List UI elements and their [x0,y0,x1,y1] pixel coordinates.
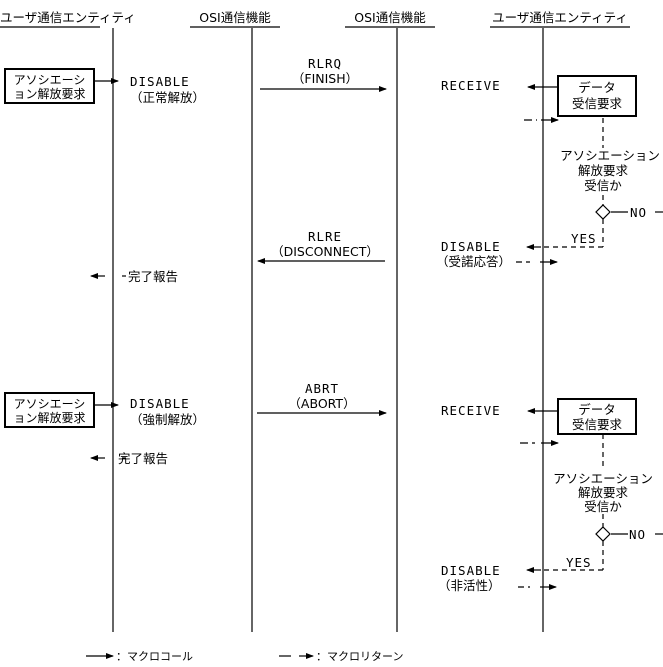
rlre-sub: （DISCONNECT） [271,244,379,259]
release-request2-line-1: アソシエーシ [13,397,86,411]
release-request-line-1: アソシエーシ [13,73,86,87]
receive-label-2: RECEIVE [441,403,501,418]
data-receive-box-2: データ 受信要求 [557,398,637,435]
no-label-2: NO [629,527,647,542]
rlrq-label: RLRQ [307,56,343,71]
complete-report-2: 完了報告 [118,451,169,466]
release-request-line-2: ョン解放要求 [13,87,86,101]
receive-label-1: RECEIVE [441,78,501,93]
header-osi-function-left: OSI通信機能 [199,10,271,25]
rlrq-sub: （FINISH） [291,71,359,86]
question-1-line-2: 解放要求 [577,163,628,178]
no-label-1: NO [630,205,648,220]
question-2-line-1: アソシエーション [553,471,653,486]
disable-accept-sub: （受諾応答） [436,254,512,269]
data-receive-box-1: データ 受信要求 [557,75,637,117]
data-receive2-line-2: 受信要求 [571,417,622,432]
disable-normal-sub: （正常解放） [130,90,206,105]
legend-macro-return: ：マクロリターン [316,650,404,663]
abrt-label: ABRT [304,381,340,396]
yes-label-1: YES [571,231,597,246]
data-receive-line-1: データ [578,80,616,95]
question-1-line-1: アソシエーション [560,148,660,163]
disable-inactive-sub: （非活性） [438,578,501,593]
disable-normal-label: DISABLE [130,74,190,89]
legend-macro-call: ：マクロコール [116,650,193,663]
header-user-entity-left: ユーザ通信エンティティ [0,10,136,25]
yes-label-2: YES [566,555,592,570]
complete-report-1: 完了報告 [128,269,179,284]
header-osi-function-right: OSI通信機能 [354,10,426,25]
question-1-line-3: 受信か [584,178,622,193]
disable-forced-label: DISABLE [130,396,190,411]
data-receive2-line-1: データ [578,402,616,417]
data-receive-line-2: 受信要求 [571,96,622,111]
question-2-line-3: 受信か [584,499,622,514]
release-request-box-2: アソシエーシ ョン解放要求 [4,392,95,428]
release-request2-line-2: ョン解放要求 [13,411,86,425]
question-2-line-2: 解放要求 [577,485,628,500]
disable-inactive-label: DISABLE [441,563,501,578]
abrt-sub: （ABORT） [288,396,356,411]
disable-accept-label: DISABLE [441,239,501,254]
header-user-entity-right: ユーザ通信エンティティ [492,10,628,25]
disable-forced-sub: （強制解放） [130,412,206,427]
release-request-box-1: アソシエーシ ョン解放要求 [4,68,95,104]
rlre-label: RLRE [307,229,343,244]
